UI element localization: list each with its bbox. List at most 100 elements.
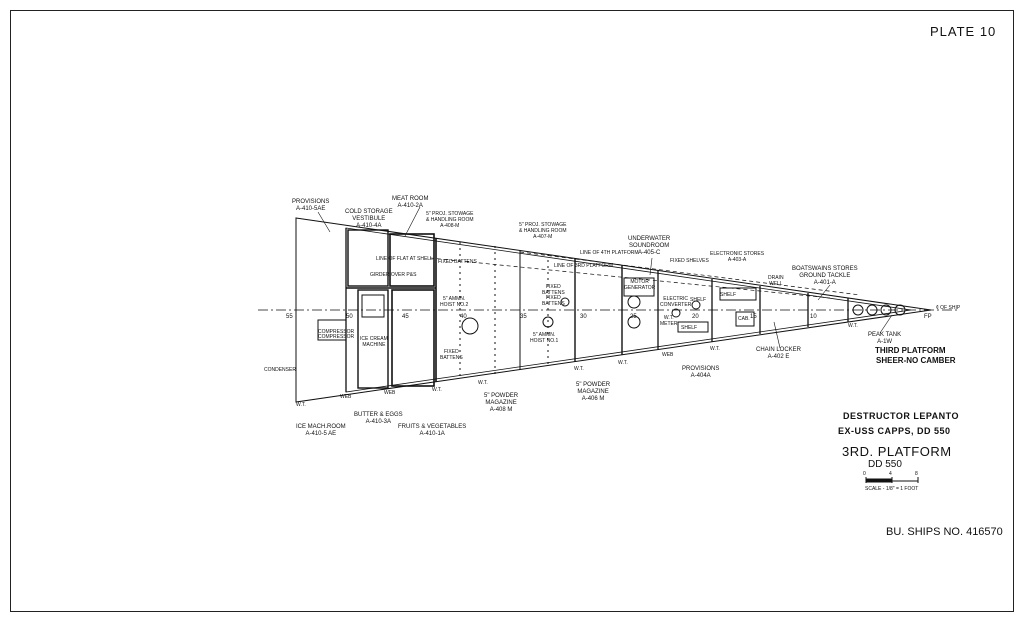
locker — [894, 304, 906, 316]
plate-number: PLATE 10 — [930, 24, 997, 39]
shelf-box — [719, 287, 757, 301]
label-fixed-battens-1: FIXED BATTENS — [438, 259, 477, 265]
hoist-no1 — [542, 316, 554, 328]
cab-box — [735, 311, 755, 327]
locker — [852, 304, 864, 316]
equipment — [627, 315, 641, 329]
label-electric-converter: ELECTRIC CONVERTER — [660, 296, 692, 308]
label-wt-5: W.T. — [618, 360, 628, 366]
label-proj-stowage-408: 5" PROJ. STOWAGE & HANDLING ROOM A-408-M — [426, 211, 474, 229]
label-web-2: WEB — [384, 390, 396, 396]
label-compressor-2: COMPRESSOR — [318, 334, 355, 340]
label-web-1: WEB — [340, 394, 352, 400]
deck-note-2: SHEER-NO CAMBER — [876, 356, 956, 365]
frame-label: 55 — [286, 314, 293, 320]
label-shelf-3: SHELF — [690, 297, 707, 303]
drawing-sheet — [10, 10, 1014, 612]
label-ammo-hoist-1: 5" AMMN. HOIST NO.1 — [530, 332, 559, 344]
label-fixed-shelves: FIXED SHELVES — [670, 258, 709, 264]
locker — [866, 304, 878, 316]
motor-generator-box — [623, 277, 655, 297]
title-line-1: DESTRUCTOR LEPANTO — [843, 411, 960, 421]
label-wt-7: W.T. — [848, 323, 858, 329]
label-line-flat-shell: LINE OF FLAT AT SHELL — [376, 256, 433, 262]
drawing-title: 3RD. PLATFORM — [842, 444, 952, 459]
compressor-box — [317, 319, 347, 341]
leader — [879, 314, 893, 334]
label-fixed-battens-3: FIXED BATTENS — [440, 349, 463, 361]
room-meat — [389, 233, 435, 287]
equipment — [671, 308, 681, 318]
line-3rd-platform — [429, 257, 831, 299]
frame-label: 15 — [750, 314, 757, 320]
label-web-3: WEB — [662, 352, 674, 358]
leader — [649, 257, 653, 276]
label-condenser: CONDENSER — [264, 367, 296, 373]
leader — [773, 321, 781, 349]
label-line-3rd-platform: LINE OF 3RD PLATFORM — [554, 263, 614, 269]
centerline-label: ¢ OF SHIP — [936, 305, 961, 311]
scale-bar-fill — [865, 478, 893, 483]
scale-tick-label: 8 — [915, 471, 918, 477]
label-meat-room: MEAT ROOM A-410-2A — [392, 196, 429, 209]
scale-tick-label: 0 — [863, 471, 866, 477]
frame-label: 25 — [630, 314, 637, 320]
label-girder: GIRDER OVER P&S — [370, 272, 417, 278]
label-provisions-top: PROVISIONS A-410-5AE — [292, 199, 330, 212]
label-fixed-battens-4: FIXED BATTENS — [542, 295, 565, 307]
label-ammo-hoist-2: 5" AMMN. HOIST NO.2 — [440, 296, 469, 308]
label-underwater-sound: UNDERWATER SOUNDROOM A-405-C — [628, 236, 671, 256]
frame-label: 20 — [692, 314, 699, 320]
deck-note-1: THIRD PLATFORM — [875, 346, 946, 355]
label-provisions-404: PROVISIONS A-404A — [682, 366, 720, 379]
equipment — [627, 295, 641, 309]
label-fruits-veg: FRUITS & VEGETABLES A-410-1A — [398, 424, 467, 437]
equipment — [560, 297, 570, 307]
label-electronic-stores: ELECTRONIC STORES A-403-A — [710, 251, 765, 263]
room-cold-storage — [347, 229, 389, 287]
label-wit-meter: W.T. METER — [660, 315, 678, 327]
title-line-2: EX-USS CAPPS, DD 550 — [838, 426, 951, 436]
label-wt-4: W.T. — [574, 366, 584, 372]
label-peak-tank: PEAK TANK A-1W — [868, 332, 902, 345]
sheet-number: BU. SHIPS NO. 416570 — [886, 526, 1003, 538]
label-drain-well: DRAIN WELL — [768, 275, 784, 287]
leader — [404, 206, 421, 237]
equipment — [691, 300, 701, 310]
locker — [880, 304, 892, 316]
scale-text: SCALE - 1/8" = 1 FOOT — [865, 486, 919, 492]
frame-label: 45 — [402, 314, 409, 320]
line-4th-platform — [519, 251, 861, 296]
label-shelf-2: SHELF — [681, 325, 698, 331]
room-butter-eggs — [357, 289, 389, 389]
label-wt-1: W.T. — [296, 402, 306, 408]
ice-cream-machine — [361, 294, 385, 318]
frame-label: 10 — [810, 314, 817, 320]
label-wt-6: W.T. — [710, 346, 720, 352]
label-butter-eggs: BUTTER & EGGS A-410-3A — [354, 412, 403, 425]
frame-label: 40 — [460, 314, 467, 320]
leader — [817, 284, 831, 301]
label-motor-generator: MOTOR GENERATOR — [624, 279, 656, 291]
room-fruits — [391, 289, 435, 387]
label-proj-stowage-407: 5" PROJ. STOWAGE & HANDLING ROOM A-407-M — [519, 222, 567, 240]
drawing-subtitle: DD 550 — [868, 459, 902, 470]
frame-label: 30 — [580, 314, 587, 320]
label-chain-locker: CHAIN LOCKER A-402 E — [756, 347, 802, 360]
label-ice-cream: ICE CREAM MACHINE — [360, 336, 388, 348]
label-cab: CAB. — [738, 316, 750, 322]
label-wt-3: W.T. — [478, 380, 488, 386]
label-line-4th-platform: LINE OF 4TH PLATFORM — [580, 250, 639, 256]
label-wt-2: W.T. — [432, 387, 442, 393]
label-fixed-battens-2: FIXED BATTENS — [542, 284, 565, 296]
frame-label: 35 — [520, 314, 527, 320]
label-cold-storage: COLD STORAGE VESTIBULE A-410-4A — [345, 209, 393, 229]
hoist-no2 — [461, 317, 479, 335]
label-ice-mach: ICE MACH.ROOM A-410-5 AE — [296, 424, 346, 437]
label-boatswains-stores: BOATSWAINS STORES GROUND TACKLE A-401-A — [792, 266, 858, 286]
leader — [317, 211, 331, 233]
shelf-box — [677, 321, 709, 333]
label-powder-406: 5" POWDER MAGAZINE A-406 M — [576, 382, 611, 402]
frame-label: 50 — [346, 314, 353, 320]
